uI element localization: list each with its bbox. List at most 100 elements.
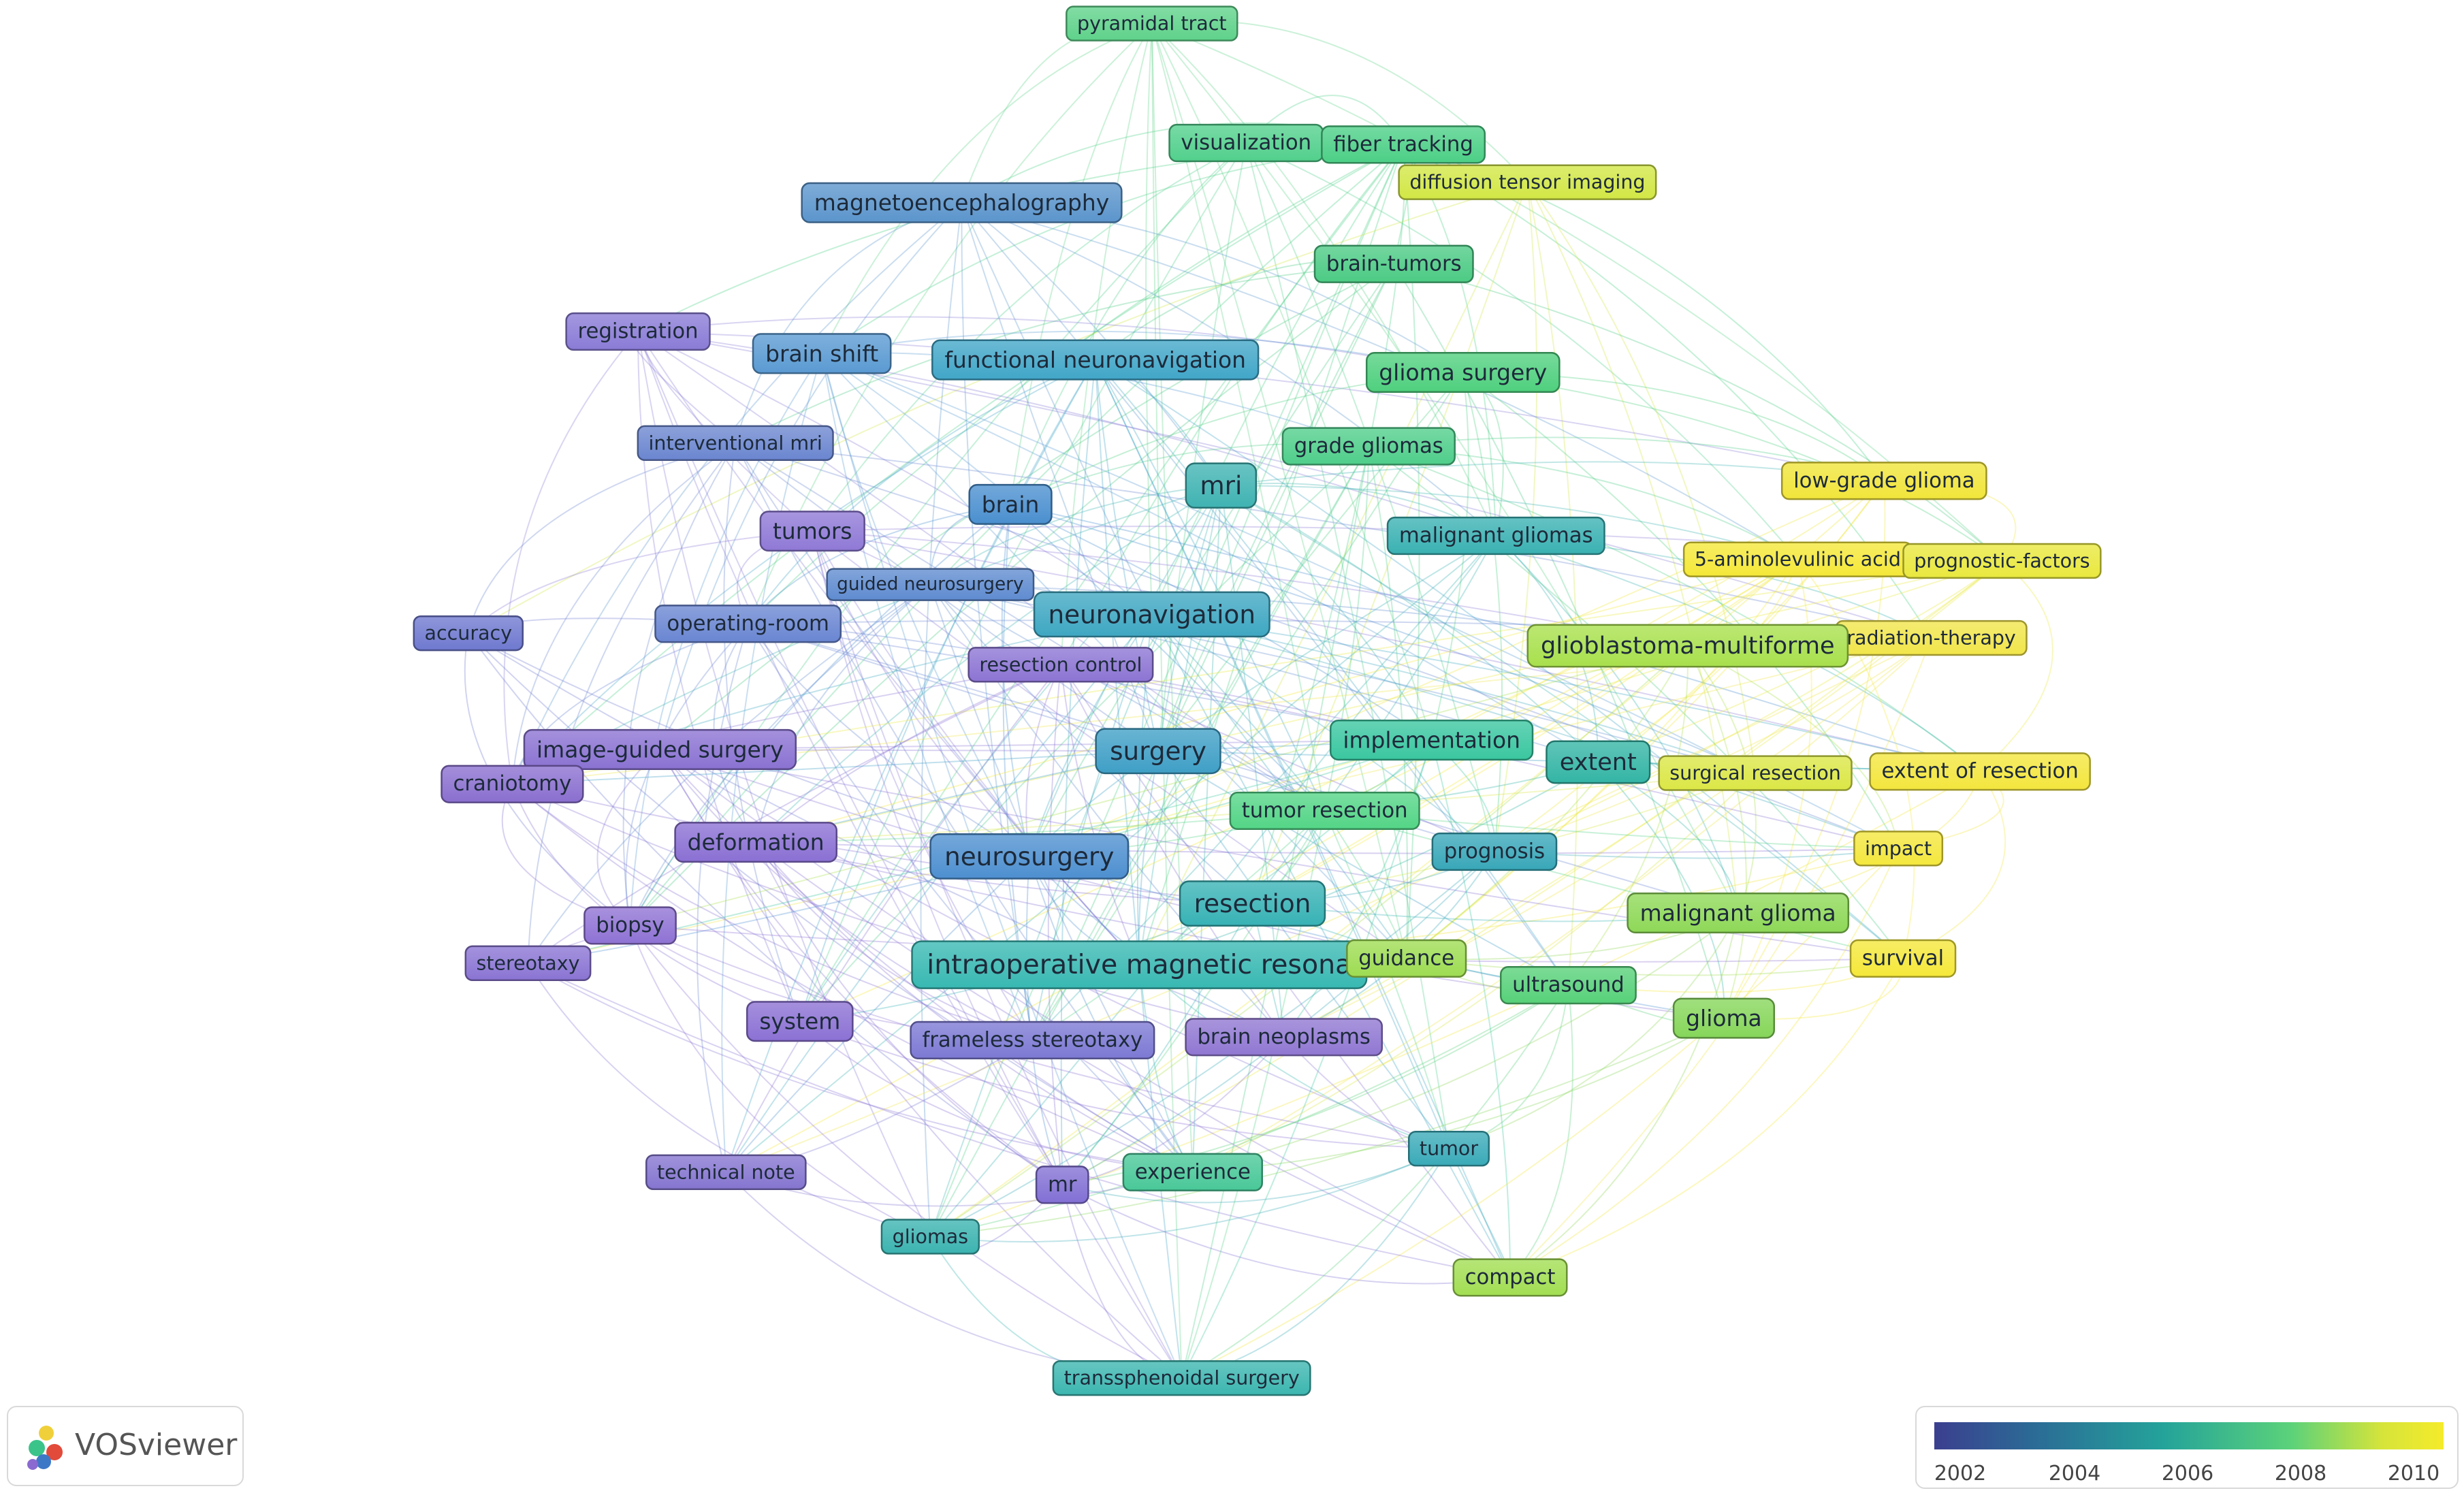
node-diffusion-tensor-imaging[interactable]: diffusion tensor imaging xyxy=(1398,164,1657,200)
vosviewer-logo-text: VOSviewer xyxy=(75,1428,238,1462)
node-neuronavigation[interactable]: neuronavigation xyxy=(1033,591,1270,638)
co-occurrence-link xyxy=(812,530,1689,647)
node-ultrasound[interactable]: ultrasound xyxy=(1499,966,1637,1005)
node-technical-note[interactable]: technical note xyxy=(645,1154,807,1190)
legend-tick-2002: 2002 xyxy=(1934,1462,1987,1486)
node-tumor[interactable]: tumor xyxy=(1408,1130,1490,1167)
node-extent[interactable]: extent xyxy=(1546,740,1651,784)
node-intraoperative-magnetic-resona[interactable]: intraoperative magnetic resona xyxy=(911,940,1368,989)
node-compact[interactable]: compact xyxy=(1452,1258,1568,1297)
node-frameless-stereotaxy[interactable]: frameless stereotaxy xyxy=(910,1021,1155,1060)
node-resection[interactable]: resection xyxy=(1179,880,1326,927)
node-brain-shift[interactable]: brain shift xyxy=(752,333,892,374)
node-mri[interactable]: mri xyxy=(1185,462,1258,509)
node-prognostic-factors[interactable]: prognostic-factors xyxy=(1902,543,2102,579)
node-surgery[interactable]: surgery xyxy=(1095,728,1221,775)
node-glioma[interactable]: glioma xyxy=(1672,997,1775,1039)
node-gliomas[interactable]: gliomas xyxy=(880,1219,980,1255)
co-occurrence-link xyxy=(467,442,736,634)
legend-tick-2010: 2010 xyxy=(2387,1462,2440,1486)
node-label: tumors xyxy=(773,518,852,545)
node-functional-neuronavigation[interactable]: functional neuronavigation xyxy=(931,339,1260,381)
co-occurrence-link xyxy=(1029,480,1885,857)
node-box xyxy=(1329,720,1534,761)
node-pyramidal-tract[interactable]: pyramidal tract xyxy=(1066,5,1238,42)
co-occurrence-link xyxy=(755,841,1063,1186)
node-label: extent xyxy=(1560,748,1637,776)
node-label: stereotaxy xyxy=(477,952,580,974)
node-fiber-tracking[interactable]: fiber tracking xyxy=(1321,125,1486,164)
node-survival[interactable]: survival xyxy=(1849,939,1957,978)
node-prognosis[interactable]: prognosis xyxy=(1431,832,1558,871)
node-label: neuronavigation xyxy=(1049,599,1255,629)
node-box xyxy=(1627,892,1850,933)
node-tumors[interactable]: tumors xyxy=(759,511,865,552)
node-mr[interactable]: mr xyxy=(1035,1166,1089,1204)
node-box xyxy=(583,906,677,945)
node-glioblastoma-multiforme[interactable]: glioblastoma-multiforme xyxy=(1526,624,1849,668)
co-occurrence-link xyxy=(1094,359,1159,752)
node-malignant-gliomas[interactable]: malignant gliomas xyxy=(1386,516,1605,556)
node-operating-room[interactable]: operating-room xyxy=(654,605,842,643)
co-occurrence-link xyxy=(1094,359,1450,1149)
node-label: resection control xyxy=(979,654,1142,676)
co-occurrence-link xyxy=(735,263,1394,444)
node-neurosurgery[interactable]: neurosurgery xyxy=(929,833,1130,880)
co-occurrence-link xyxy=(503,331,639,784)
node-low-grade-glioma[interactable]: low-grade glioma xyxy=(1780,462,1987,500)
node-implementation[interactable]: implementation xyxy=(1329,720,1534,761)
node-guided-neurosurgery[interactable]: guided neurosurgery xyxy=(826,568,1035,601)
co-occurrence-link xyxy=(1157,144,1404,752)
node-visualization[interactable]: visualization xyxy=(1168,123,1324,163)
co-occurrence-link xyxy=(1462,372,1899,849)
node-brain-tumors[interactable]: brain-tumors xyxy=(1313,244,1474,283)
node-guidance[interactable]: guidance xyxy=(1346,939,1467,978)
node-magnetoencephalography[interactable]: magnetoencephalography xyxy=(801,182,1123,223)
co-occurrence-link xyxy=(1509,637,1932,1279)
node-radiation-therapy[interactable]: radiation-therapy xyxy=(1835,620,2028,656)
node-extent-of-resection[interactable]: extent of resection xyxy=(1869,752,2091,791)
node-label: accuracy xyxy=(424,622,512,645)
node-label: brain-tumors xyxy=(1326,252,1462,276)
node-system[interactable]: system xyxy=(746,1001,854,1042)
node-box xyxy=(1853,831,1944,867)
node-tumor-resection[interactable]: tumor resection xyxy=(1229,791,1420,831)
co-occurrence-link xyxy=(511,623,748,784)
node-5-aminolevulinic-acid[interactable]: 5-aminolevulinic acid xyxy=(1682,541,1913,577)
co-occurrence-link xyxy=(1181,739,1433,1379)
node-resection-control[interactable]: resection control xyxy=(967,647,1154,683)
node-biopsy[interactable]: biopsy xyxy=(583,906,677,945)
co-occurrence-link xyxy=(1245,95,1404,145)
node-glioma-surgery[interactable]: glioma surgery xyxy=(1365,351,1561,394)
node-registration[interactable]: registration xyxy=(565,312,711,351)
co-occurrence-link xyxy=(1010,23,1153,505)
co-occurrence-link xyxy=(1157,263,1395,752)
node-brain[interactable]: brain xyxy=(968,483,1053,525)
node-label: 5-aminolevulinic acid xyxy=(1695,548,1901,571)
node-label: mr xyxy=(1048,1173,1077,1197)
node-experience[interactable]: experience xyxy=(1122,1153,1263,1191)
node-box xyxy=(1185,462,1258,509)
node-transsphenoidal-surgery[interactable]: transsphenoidal surgery xyxy=(1052,1360,1311,1396)
node-deformation[interactable]: deformation xyxy=(674,822,837,863)
co-occurrence-link xyxy=(1192,772,1756,1173)
node-image-guided-surgery[interactable]: image-guided surgery xyxy=(523,728,797,770)
node-interventional-mri[interactable]: interventional mri xyxy=(637,425,834,462)
node-craniotomy[interactable]: craniotomy xyxy=(441,765,584,803)
node-label: resection xyxy=(1194,888,1311,918)
node-accuracy[interactable]: accuracy xyxy=(413,615,524,652)
node-stereotaxy[interactable]: stereotaxy xyxy=(464,945,592,982)
co-occurrence-link xyxy=(1324,558,1798,812)
node-surgical-resection[interactable]: surgical resection xyxy=(1658,755,1853,791)
node-malignant-glioma[interactable]: malignant glioma xyxy=(1627,892,1850,933)
node-brain-neoplasms[interactable]: brain neoplasms xyxy=(1185,1018,1383,1057)
co-occurrence-link xyxy=(1368,446,1409,959)
node-grade-gliomas[interactable]: grade gliomas xyxy=(1281,427,1456,466)
node-box xyxy=(1849,939,1957,978)
co-occurrence-link xyxy=(1060,664,1495,852)
co-occurrence-link xyxy=(1047,664,1063,1185)
node-label: ultrasound xyxy=(1512,974,1625,997)
node-label: fiber tracking xyxy=(1333,133,1473,157)
co-occurrence-link xyxy=(512,783,1284,1038)
node-impact[interactable]: impact xyxy=(1853,831,1944,867)
